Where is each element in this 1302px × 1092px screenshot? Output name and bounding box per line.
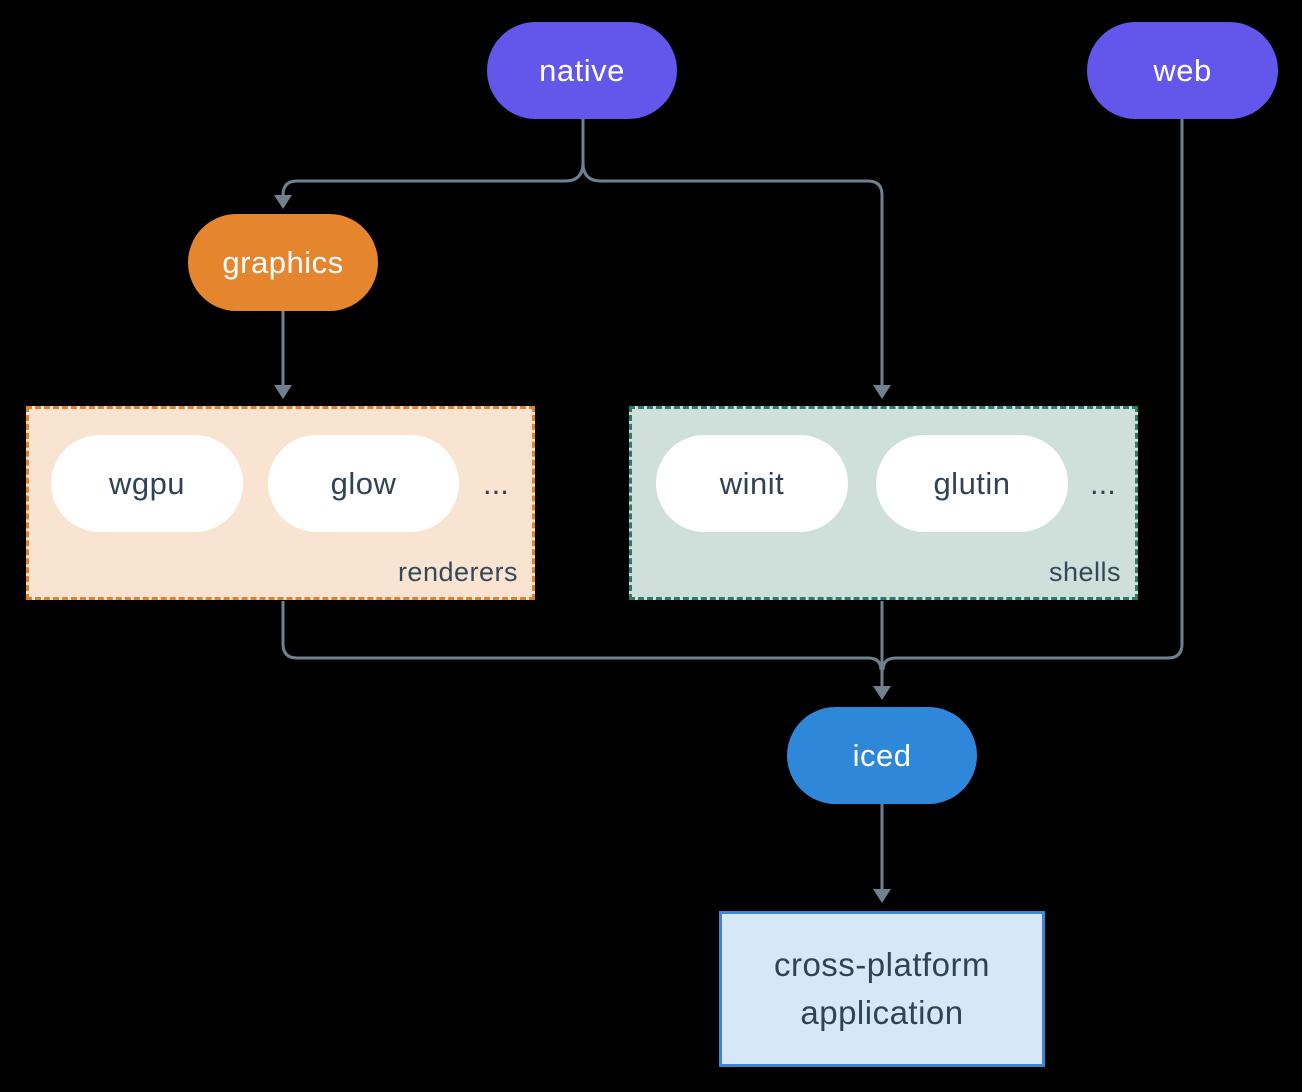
node-web-label: web [1153,52,1212,88]
node-glow: glow [268,435,459,532]
node-glutin-label: glutin [933,465,1011,501]
edge-renderers-to-merge [281,601,883,671]
arrowhead-application-icon [873,889,891,903]
node-web: web [1087,22,1278,119]
node-graphics-label: graphics [222,244,344,280]
node-graphics: graphics [188,214,378,311]
node-wgpu-label: wgpu [108,465,186,501]
node-winit-label: winit [719,465,785,501]
node-native-label: native [539,52,625,88]
node-glow-label: glow [330,465,397,501]
edge-native-to-shells [581,162,884,387]
node-application-label-line2: application [800,994,964,1031]
arrowhead-graphics-icon [274,195,292,209]
node-iced-label: iced [852,737,912,773]
group-renderers-label: renderers [397,557,518,587]
renderers-ellipsis: ... [483,465,509,501]
node-application: cross-platform application [719,911,1045,1067]
arrowhead-renderers-icon [274,385,292,399]
arrowhead-iced-icon [873,686,891,700]
group-shells: winit glutin ... shells [629,406,1138,600]
node-wgpu: wgpu [51,435,243,532]
group-renderers: wgpu glow ... renderers [26,406,535,600]
node-iced: iced [787,707,977,804]
node-winit: winit [656,435,848,532]
arrowhead-shells-icon [873,385,891,399]
node-native: native [487,22,677,119]
shells-ellipsis: ... [1090,465,1116,501]
node-glutin: glutin [876,435,1068,532]
edge-native-to-graphics [281,119,585,199]
node-application-label-line1: cross-platform [773,946,991,983]
group-shells-label: shells [1048,557,1121,587]
